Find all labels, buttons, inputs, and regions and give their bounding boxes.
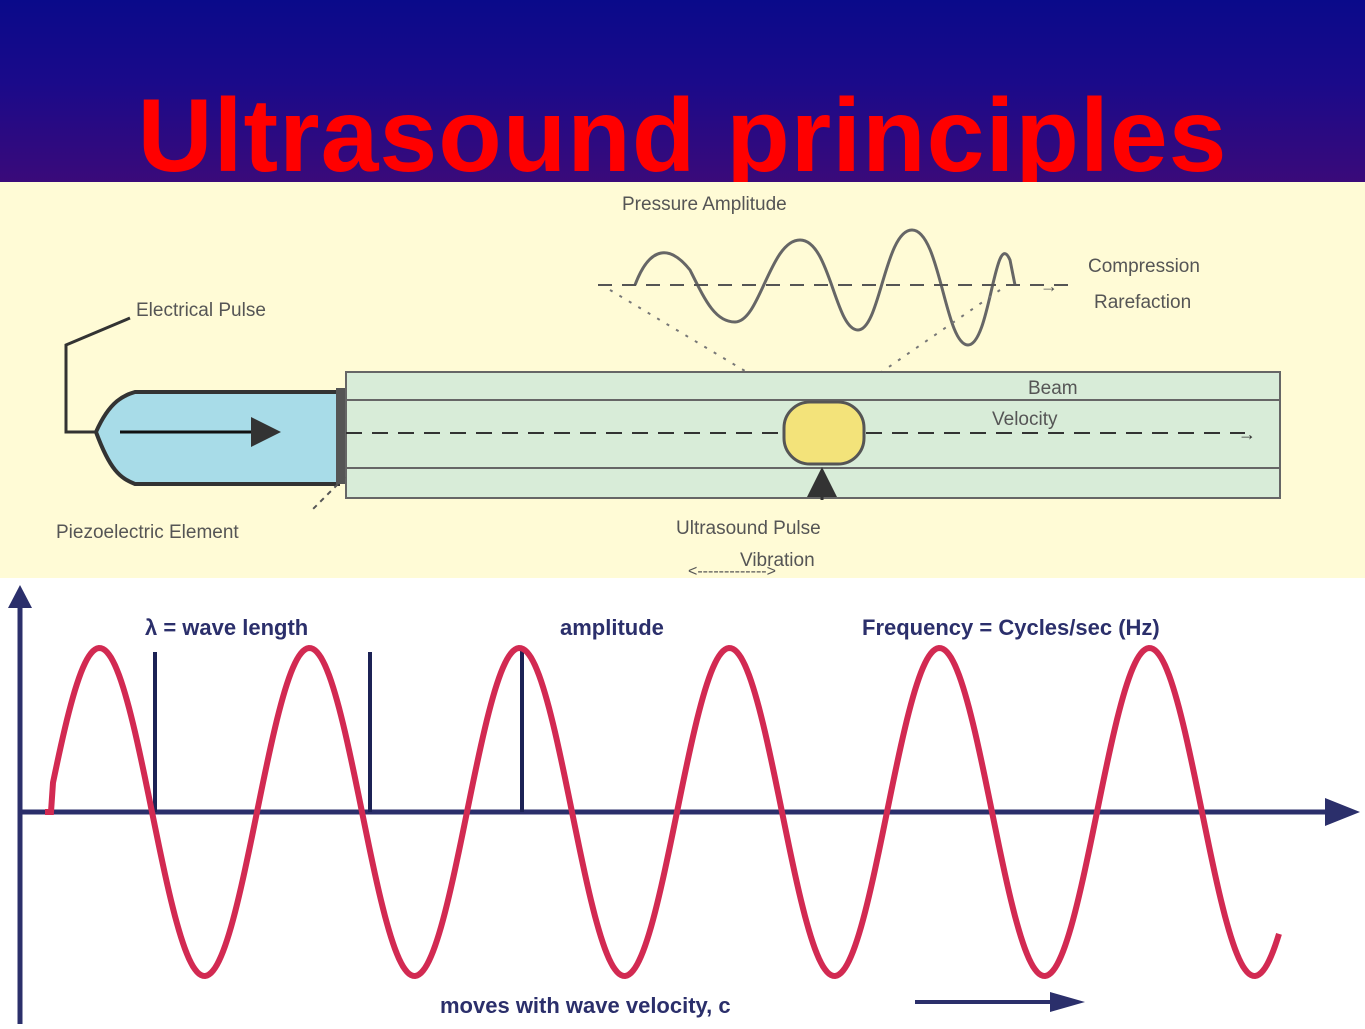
x-axis-arrow bbox=[1325, 798, 1360, 826]
wave-svg: λ = wave length amplitude Frequency = Cy… bbox=[8, 585, 1360, 1024]
velocity-arrowhead bbox=[1050, 992, 1085, 1012]
ultrasound-pulse bbox=[782, 400, 866, 466]
wave-diagram: λ = wave length amplitude Frequency = Cy… bbox=[0, 578, 1365, 1024]
piezoelectric-element bbox=[336, 388, 346, 484]
vibration-label: Vibration bbox=[740, 550, 815, 571]
axis-arrow: → bbox=[1040, 276, 1058, 296]
velocity-arrow: → bbox=[1238, 424, 1256, 444]
y-axis-arrow bbox=[8, 585, 32, 608]
frequency-label: Frequency = Cycles/sec (Hz) bbox=[862, 615, 1160, 640]
title-bar: Ultrasound principles bbox=[0, 0, 1365, 194]
envelope-line bbox=[869, 289, 1001, 381]
electrical-pulse-label: Electrical Pulse bbox=[136, 300, 266, 321]
vibration-arrow: <-------------> bbox=[688, 563, 776, 578]
rarefaction-label: Rarefaction bbox=[1094, 292, 1191, 313]
envelope-line bbox=[609, 289, 761, 381]
compression-label: Compression bbox=[1088, 256, 1200, 277]
sine-wave bbox=[45, 644, 1282, 980]
wire bbox=[64, 316, 131, 434]
piezoelectric-label: Piezoelectric Element bbox=[56, 522, 239, 543]
pressure-amplitude-label: Pressure Amplitude bbox=[622, 194, 787, 215]
transducer-diagram: Pressure Amplitude → Compression Rarefac… bbox=[0, 182, 1365, 580]
velocity-label: Velocity bbox=[992, 409, 1058, 430]
piezo-pointer bbox=[311, 476, 346, 511]
ultrasound-pulse-label: Ultrasound Pulse bbox=[676, 518, 821, 539]
wavelength-label: λ = wave length bbox=[145, 615, 308, 640]
velocity-label: moves with wave velocity, c bbox=[440, 993, 731, 1018]
pressure-wave bbox=[633, 228, 1017, 347]
beam-label: Beam bbox=[1028, 378, 1078, 399]
amplitude-label: amplitude bbox=[560, 615, 664, 640]
slide-title: Ultrasound principles bbox=[137, 78, 1228, 194]
transducer-svg: Pressure Amplitude → Compression Rarefac… bbox=[56, 194, 1281, 580]
transducer-housing bbox=[93, 390, 340, 486]
